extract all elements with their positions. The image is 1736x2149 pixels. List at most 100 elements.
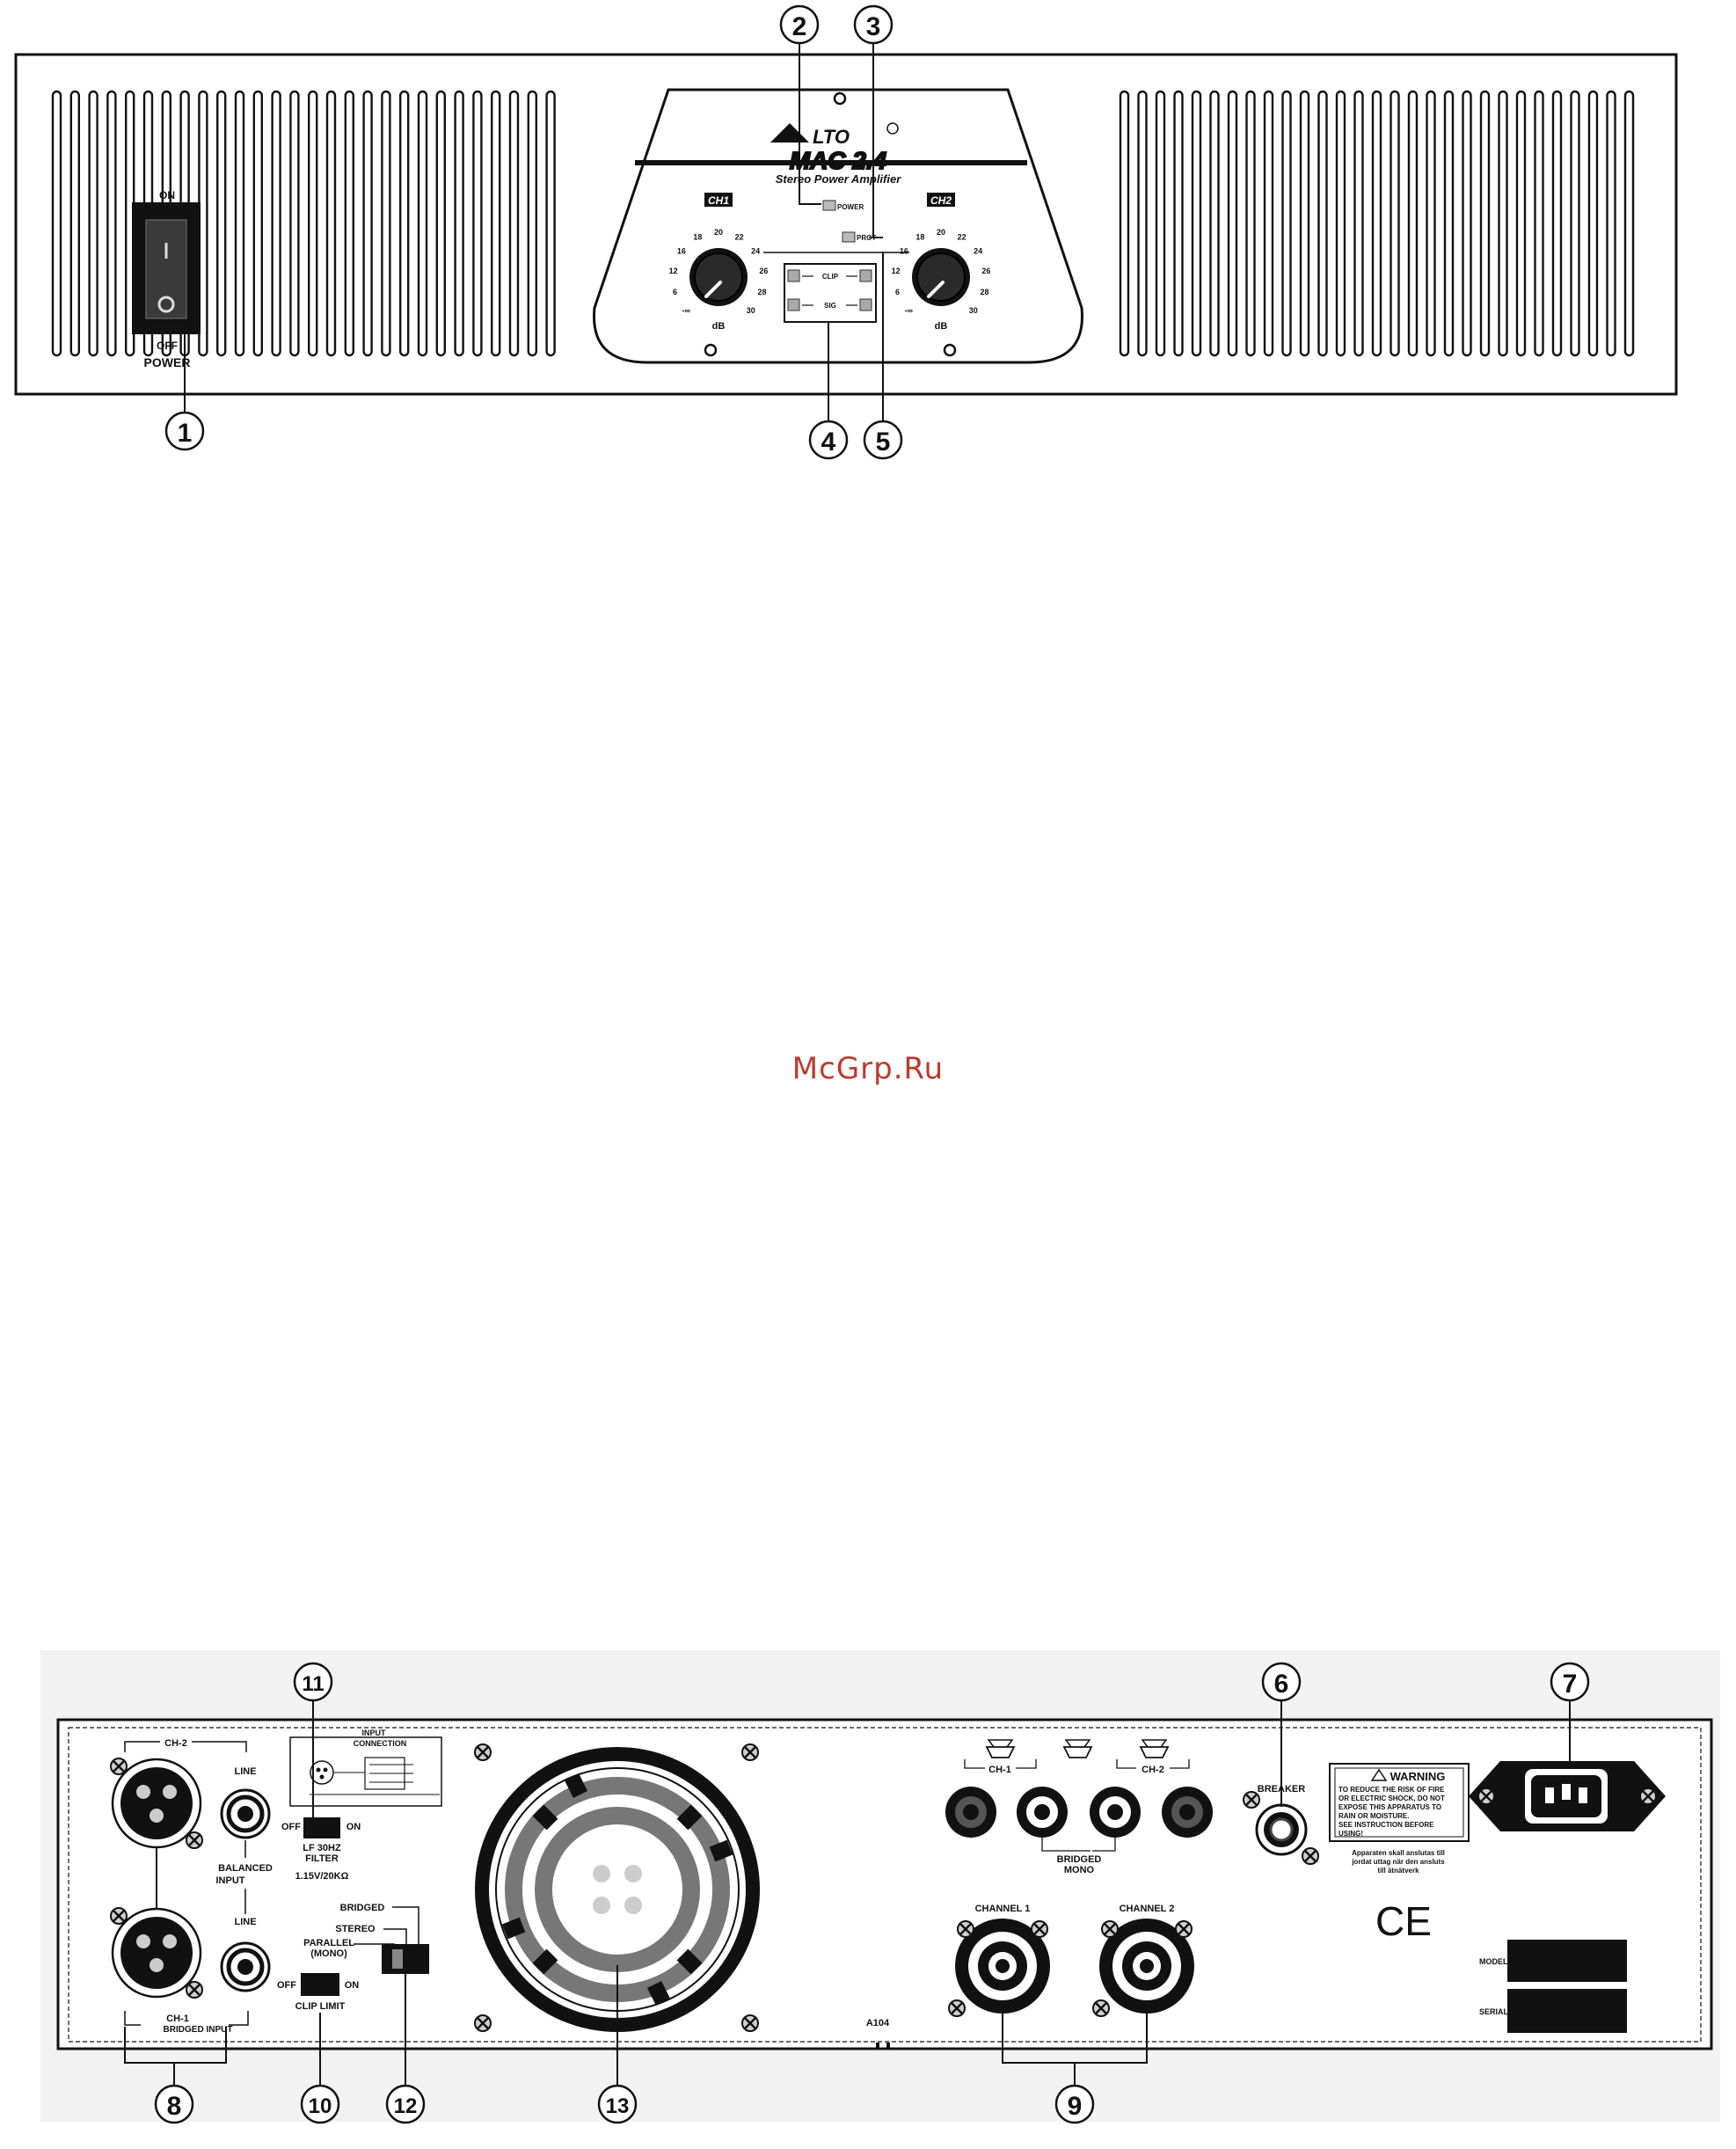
vent-slot bbox=[1353, 90, 1364, 357]
xlr-ch2-screw-top bbox=[109, 1757, 128, 1776]
rear-ch2-input-label: CH-2 bbox=[164, 1738, 187, 1749]
binding-post[interactable] bbox=[1017, 1787, 1068, 1838]
ch1-gain-knob[interactable] bbox=[689, 248, 748, 306]
vent-slot bbox=[1371, 90, 1382, 357]
model-plate bbox=[1507, 1940, 1627, 1982]
speakon2-screw-tl bbox=[1100, 1919, 1120, 1939]
speakon1-screw-tl bbox=[956, 1919, 975, 1939]
fan-screw-tl bbox=[473, 1743, 492, 1762]
ch2-badge bbox=[927, 193, 955, 207]
binding-posts[interactable] bbox=[945, 1787, 1213, 1838]
callout-11: 11 bbox=[293, 1662, 333, 1702]
rear-foot-mark bbox=[876, 2043, 879, 2050]
vent-slot bbox=[271, 90, 281, 357]
svg-text:10: 10 bbox=[309, 2094, 332, 2118]
svg-text:WARNING: WARNING bbox=[1390, 1770, 1446, 1783]
vent-slot bbox=[234, 90, 245, 357]
svg-text:12: 12 bbox=[394, 2094, 418, 2118]
front-hole-left bbox=[704, 343, 718, 357]
lf-on-label: ON bbox=[346, 1822, 361, 1832]
xlr-input-ch2[interactable] bbox=[111, 1758, 202, 1849]
gain-scale-mark: 24 bbox=[751, 246, 760, 255]
trs-input-ch1[interactable] bbox=[220, 1941, 271, 1992]
gain-scale-mark: 16 bbox=[677, 246, 686, 255]
vent-slot bbox=[527, 90, 537, 357]
vent-slot bbox=[1299, 90, 1310, 357]
vent-slot bbox=[106, 90, 117, 357]
prot-led bbox=[842, 231, 856, 243]
svg-text:8: 8 bbox=[167, 2092, 182, 2121]
mode-parallel-line2: (MONO) bbox=[310, 1948, 347, 1959]
ch1-sig-led bbox=[787, 298, 800, 311]
front-vents-left bbox=[51, 90, 556, 357]
callout-6: 6 bbox=[1261, 1662, 1302, 1702]
ch2-spk-bracket-l bbox=[1116, 1759, 1136, 1769]
clip-led-label: CLIP bbox=[822, 273, 839, 281]
ch2-gain-knob[interactable] bbox=[912, 248, 970, 306]
speakon1-screw-tr bbox=[1030, 1919, 1049, 1939]
power-label: POWER bbox=[144, 355, 191, 369]
vent-slot bbox=[289, 90, 300, 357]
mode-parallel-line1: PARALLEL bbox=[303, 1938, 354, 1948]
gain-scale-mark: -∞ bbox=[904, 306, 913, 315]
binding-post[interactable] bbox=[945, 1787, 996, 1838]
speakon-output-ch1[interactable] bbox=[955, 1919, 1050, 2014]
ch1-clip-led bbox=[787, 269, 800, 282]
trs-input-ch2[interactable] bbox=[220, 1788, 271, 1839]
lf-filter-switch[interactable] bbox=[303, 1817, 340, 1838]
callout-4: 4 bbox=[808, 420, 849, 460]
ch1-spk-bracket-l bbox=[964, 1759, 985, 1769]
vent-slot bbox=[381, 90, 391, 357]
vent-slot bbox=[344, 90, 354, 357]
sensitivity-label: 1.15V/20KΩ bbox=[295, 1871, 349, 1882]
gain-scale-mark: 20 bbox=[937, 228, 945, 237]
gain-scale-mark: 28 bbox=[980, 288, 988, 296]
vent-slot bbox=[1137, 90, 1148, 357]
svg-text:3: 3 bbox=[866, 12, 881, 41]
bridged-bracket-left bbox=[1041, 1837, 1090, 1852]
speaker-icon bbox=[1062, 1739, 1093, 1758]
mode-leader-bridged bbox=[392, 1906, 419, 1944]
vent-slot bbox=[1570, 90, 1580, 357]
svg-text:5: 5 bbox=[876, 428, 891, 457]
bridged-input-label: BRIDGED INPUT bbox=[164, 2025, 233, 2035]
speakon-output-ch2[interactable] bbox=[1099, 1919, 1194, 2014]
clip-limit-switch[interactable] bbox=[301, 1973, 339, 1996]
speaker-icon bbox=[985, 1739, 1016, 1758]
gain-scale-mark: 22 bbox=[735, 233, 744, 242]
binding-post[interactable] bbox=[1090, 1787, 1141, 1838]
registered-mark bbox=[886, 122, 899, 135]
nordic-text-line2: jordat uttag när den ansluts bbox=[1351, 1858, 1445, 1866]
ch2-db-label: dB bbox=[935, 321, 948, 332]
mode-switch[interactable] bbox=[382, 1944, 429, 1974]
balanced-input-line2: INPUT bbox=[216, 1875, 245, 1886]
speakon1-screw-bl bbox=[947, 1999, 966, 2018]
gain-scale-mark: 28 bbox=[757, 288, 766, 296]
brand-text: LTO bbox=[813, 126, 850, 148]
warning-label: WARNING TO REDUCE THE RISK OF FIRE OR EL… bbox=[1329, 1763, 1470, 1842]
switch-on-label: ON bbox=[159, 189, 175, 201]
front-hole-top bbox=[833, 91, 847, 106]
xlr-input-ch1[interactable] bbox=[111, 1907, 202, 1999]
ch2-bracket-left bbox=[124, 1741, 160, 1752]
xlr-ch1-screw-bottom bbox=[185, 1980, 204, 1999]
gain-scale-mark: 6 bbox=[673, 288, 677, 296]
front-hole-right bbox=[943, 343, 957, 357]
fan-screw-tr bbox=[740, 1743, 760, 1762]
mode-switch-slider bbox=[392, 1949, 403, 1969]
watermark: McGrp.Ru bbox=[791, 1051, 945, 1086]
vent-slot bbox=[508, 90, 520, 357]
gain-scale-mark: 26 bbox=[981, 267, 990, 275]
fan-screw-br bbox=[740, 2014, 760, 2033]
line-label-bottom: LINE bbox=[234, 1917, 256, 1927]
circuit-breaker[interactable] bbox=[1255, 1803, 1308, 1856]
ch2-bracket-right bbox=[192, 1741, 247, 1752]
vent-slot bbox=[1227, 90, 1238, 357]
lf-filter-line2: FILTER bbox=[305, 1853, 339, 1864]
vent-slot bbox=[417, 90, 428, 357]
vent-slot bbox=[1281, 90, 1292, 357]
clip-off-label: OFF bbox=[277, 1980, 296, 1991]
binding-post[interactable] bbox=[1162, 1787, 1213, 1838]
gain-scale-mark: -∞ bbox=[682, 306, 690, 315]
iec-power-inlet[interactable] bbox=[1469, 1761, 1666, 1831]
